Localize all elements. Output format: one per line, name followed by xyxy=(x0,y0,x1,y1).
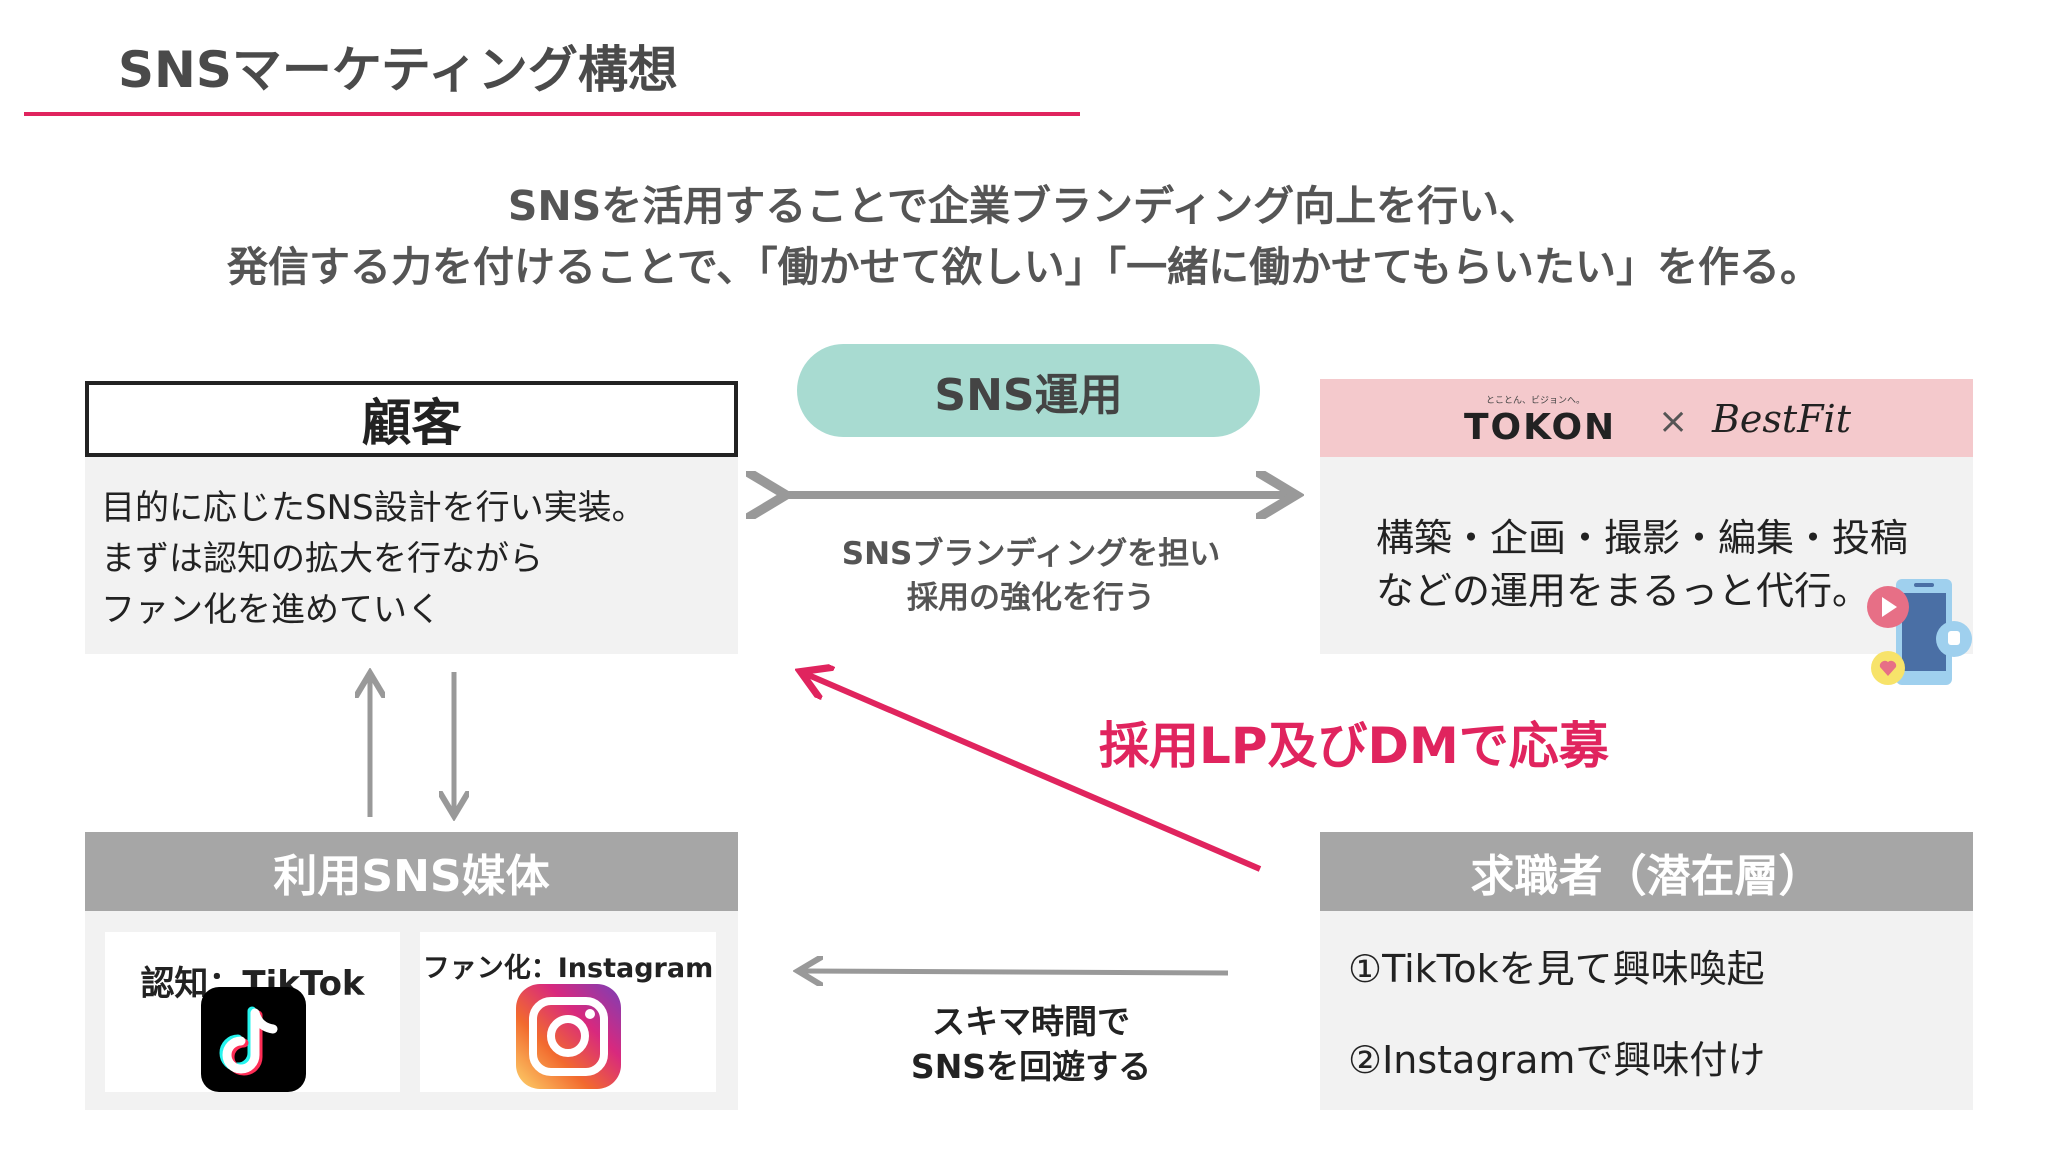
sns-caption-2: 採用の強化を行う xyxy=(907,580,1155,616)
partner-line: などの運用をまるっと代行。 xyxy=(1376,569,1871,613)
times-sign: × xyxy=(1658,401,1689,442)
subtitle-line-2: 発信する力を付けることで、「働かせて欲しい」「一緒に働かせてもらいたい」を作る。 xyxy=(226,243,1822,291)
apply-arrow xyxy=(806,674,1262,872)
left-arrow xyxy=(803,971,1229,973)
seekers-line: ①TikTokを見て興味喚起 xyxy=(1348,947,1765,991)
tokon-logo: TOKON xyxy=(1464,407,1617,448)
tiktok-icon xyxy=(201,987,306,1092)
seekers-panel: ①TikTokを見て興味喚起 ②Instagramで興味付け xyxy=(1320,911,1973,1110)
instagram-icon xyxy=(516,984,621,1089)
customer-panel: 目的に応じたSNS設計を行い実装。 まずは認知の拡大を行ながら ファン化を進めて… xyxy=(85,457,738,654)
sns-operation-pill: SNS運用 xyxy=(797,344,1260,437)
smartphone-illustration-icon xyxy=(1867,579,1972,685)
media-heading: 利用SNS媒体 xyxy=(85,832,738,911)
instagram-label: ファン化：Instagram xyxy=(422,953,714,984)
page-title: SNSマーケティング構想 xyxy=(118,41,678,99)
partner-logo-bar: とことん、ビジョンへ。 TOKON × BestFit xyxy=(1320,379,1973,457)
tiktok-card[interactable]: 認知：TikTok xyxy=(105,932,400,1092)
apply-label: 採用LP及びDMで応募 xyxy=(1099,717,1609,775)
customer-line: ファン化を進めていく xyxy=(101,590,441,630)
customer-line: まずは認知の拡大を行ながら xyxy=(101,539,543,579)
partner-line: 構築・企画・撮影・編集・投稿 xyxy=(1376,516,1909,560)
customer-line: 目的に応じたSNS設計を行い実装。 xyxy=(101,488,646,528)
sns-caption-1: SNSブランディングを担い xyxy=(841,536,1221,572)
bestfit-logo: BestFit xyxy=(1712,397,1851,441)
title-underline xyxy=(24,112,1080,116)
scroll-caption-1: スキマ時間で xyxy=(932,1002,1130,1041)
scroll-caption-2: SNSを回遊する xyxy=(910,1047,1152,1086)
media-panel: 認知：TikTok ファン化：Instagram xyxy=(85,911,738,1110)
customer-heading: 顧客 xyxy=(85,381,738,457)
seekers-heading: 求職者（潜在層） xyxy=(1320,832,1973,911)
partner-panel: 構築・企画・撮影・編集・投稿 などの運用をまるっと代行。 xyxy=(1320,457,1973,654)
subtitle-line-1: SNSを活用することで企業ブランディング向上を行い、 xyxy=(507,182,1541,230)
seekers-line: ②Instagramで興味付け xyxy=(1348,1038,1766,1082)
tokon-tagline: とことん、ビジョンへ。 xyxy=(1486,396,1586,406)
instagram-card[interactable]: ファン化：Instagram xyxy=(420,932,716,1092)
